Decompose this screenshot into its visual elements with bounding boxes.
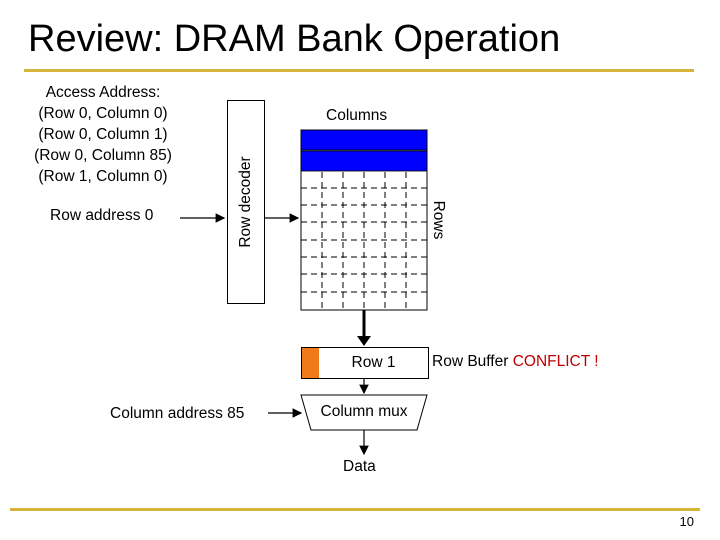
row-decoder: Row decoder [227, 100, 265, 304]
row-address-label: Row address 0 [50, 207, 154, 224]
access-item: (Row 1, Column 0) [38, 168, 168, 185]
page-title: Review: DRAM Bank Operation [28, 18, 561, 60]
row-buffer-status: Row Buffer CONFLICT ! [432, 353, 599, 371]
column-mux-label: Column mux [320, 403, 408, 420]
columns-label: Columns [326, 107, 388, 124]
row-buffer-marker [302, 348, 319, 378]
highlight-row-0 [300, 129, 428, 151]
footer-divider [10, 508, 700, 511]
highlight-row-1 [300, 150, 428, 172]
access-item: (Row 0, Column 0) [38, 105, 168, 122]
access-item: (Row 0, Column 1) [38, 126, 168, 143]
title-divider [24, 69, 694, 72]
row-buffer-status-value: CONFLICT ! [512, 353, 599, 370]
memory-array [300, 129, 428, 311]
row-buffer-label: Row 1 [351, 354, 396, 371]
access-item: (Row 0, Column 85) [34, 147, 172, 164]
column-mux [300, 394, 428, 431]
access-address-list: Access Address: (Row 0, Column 0) (Row 0… [18, 82, 188, 187]
access-heading: Access Address: [45, 84, 161, 101]
page-number: 10 [679, 514, 694, 529]
data-label: Data [343, 458, 376, 475]
row-buffer: Row 1 [301, 347, 429, 379]
row-buffer-status-prefix: Row Buffer [432, 353, 509, 370]
column-address-label: Column address 85 [110, 405, 245, 422]
